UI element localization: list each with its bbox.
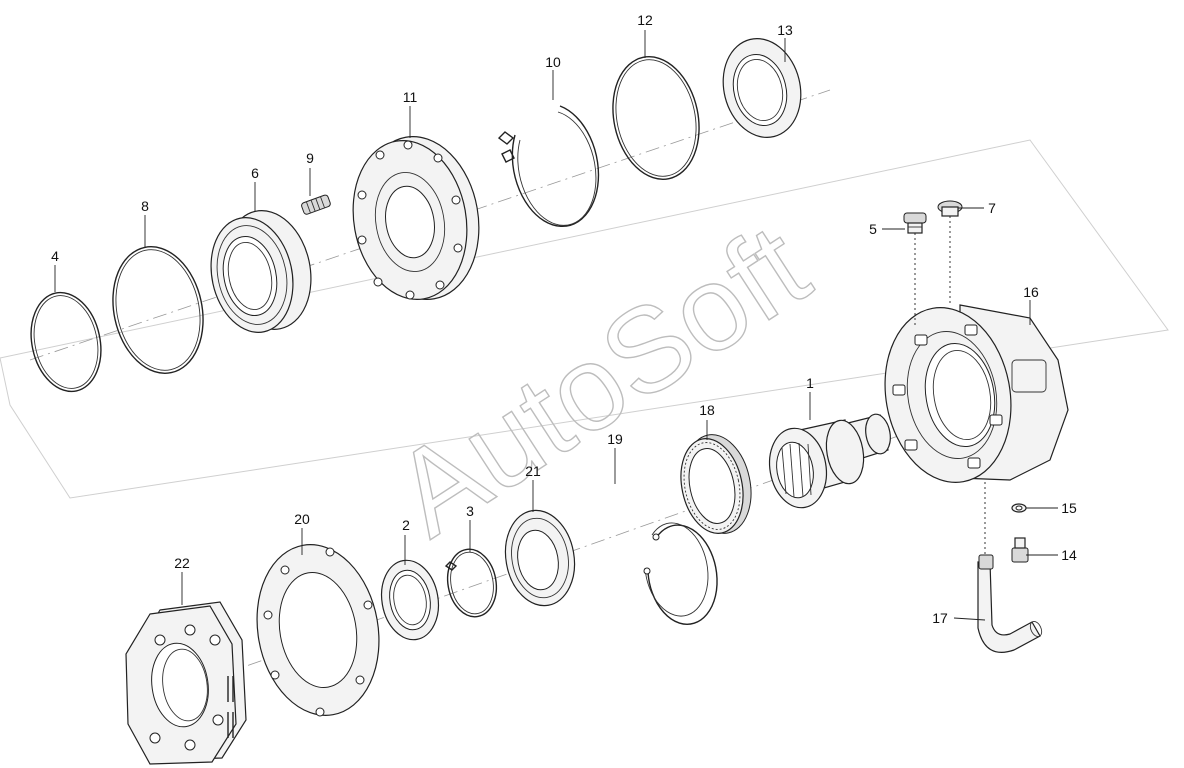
callout-17: 17 <box>932 610 948 626</box>
watermark-band <box>0 139 1169 499</box>
callout-5: 5 <box>869 221 877 237</box>
part-17-elbow-tube[interactable] <box>977 554 1044 653</box>
callout-labels: 1 2 3 4 5 6 7 8 9 10 11 12 13 14 15 16 1… <box>51 12 1077 626</box>
callout-12: 12 <box>637 12 653 28</box>
part-10-snap-ring[interactable] <box>497 105 600 228</box>
part-21-bearing[interactable] <box>498 505 582 611</box>
callout-6: 6 <box>251 165 259 181</box>
callout-21: 21 <box>525 463 541 479</box>
callout-1: 1 <box>806 375 814 391</box>
part-22-end-cover[interactable] <box>125 601 247 765</box>
callout-3: 3 <box>466 503 474 519</box>
part-19-retaining-clip[interactable] <box>643 522 718 625</box>
part-12-o-ring[interactable] <box>602 49 710 188</box>
part-9-set-screw[interactable] <box>301 194 331 215</box>
part-6-seal-carrier[interactable] <box>201 203 322 340</box>
callout-14: 14 <box>1061 547 1077 563</box>
callout-8: 8 <box>141 198 149 214</box>
part-7-plug[interactable] <box>937 200 963 217</box>
callout-10: 10 <box>545 54 561 70</box>
callout-9: 9 <box>306 150 314 166</box>
part-20-gasket[interactable] <box>244 535 392 725</box>
part-2-seal[interactable] <box>375 556 444 645</box>
part-14-fitting[interactable] <box>1011 537 1029 563</box>
part-18-splined-ring[interactable] <box>673 428 760 539</box>
callout-13: 13 <box>777 22 793 38</box>
part-16-housing[interactable] <box>872 298 1069 493</box>
part-8-o-ring[interactable] <box>102 238 215 381</box>
part-4-o-ring[interactable] <box>22 286 109 398</box>
callout-7: 7 <box>988 200 996 216</box>
callout-18: 18 <box>699 402 715 418</box>
callout-22: 22 <box>174 555 190 571</box>
callout-15: 15 <box>1061 500 1077 516</box>
callout-20: 20 <box>294 511 310 527</box>
part-1-splined-shaft[interactable] <box>763 412 893 512</box>
part-3-snap-ring[interactable] <box>442 545 501 620</box>
callout-11: 11 <box>403 89 418 105</box>
callout-2: 2 <box>402 517 410 533</box>
part-15-washer[interactable] <box>1011 503 1027 513</box>
part-13-seal-ring[interactable] <box>713 30 811 145</box>
part-5-breather-plug[interactable] <box>903 212 927 234</box>
callout-leaders <box>54 30 1058 621</box>
assembly-leaders <box>914 216 986 555</box>
callout-4: 4 <box>51 248 59 264</box>
part-11-flange-plate[interactable] <box>341 127 491 309</box>
callout-19: 19 <box>607 431 623 447</box>
callout-16: 16 <box>1023 284 1039 300</box>
